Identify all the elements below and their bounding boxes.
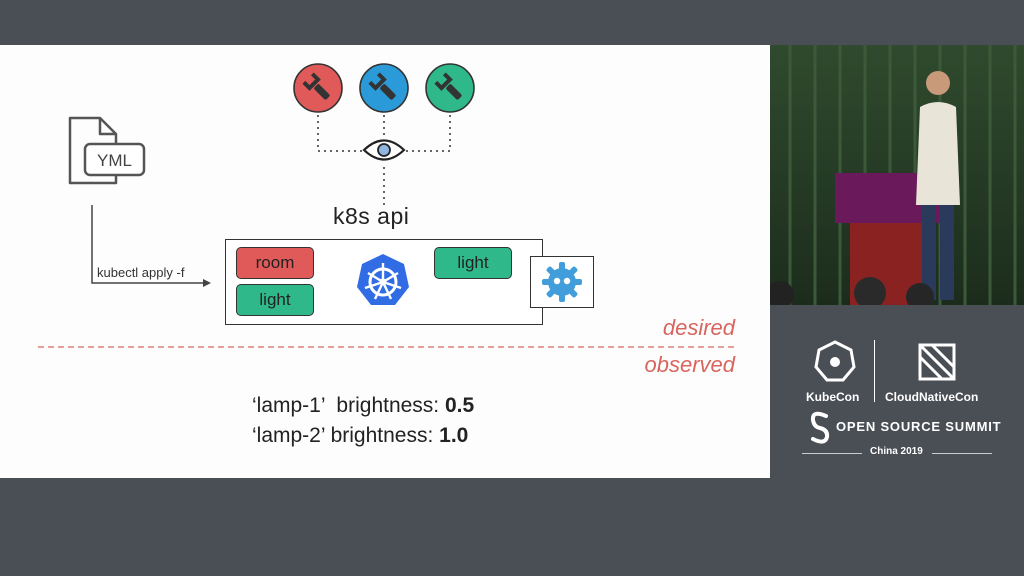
bottom-letterbox-bar (0, 478, 1024, 576)
kubernetes-logo-icon (357, 254, 409, 305)
location-rule-right (932, 453, 992, 454)
etcd-storage-box (530, 256, 594, 308)
cloudnativecon-logo-icon (918, 343, 956, 381)
controller-red-icon (293, 63, 343, 113)
etcd-icon (542, 262, 582, 302)
observation-lamp-2: ‘lamp-2’ brightness: 1.0 (252, 424, 468, 448)
k8s-api-label: k8s api (333, 203, 410, 229)
watch-lines (317, 115, 451, 205)
slide-diagram: YML (38, 63, 735, 348)
lamp-name: ‘lamp-2’ (252, 424, 325, 447)
brightness-value: 1.0 (439, 424, 469, 447)
speaker-video-image (770, 45, 1024, 305)
kubecon-logo-icon (814, 340, 856, 382)
cloudnativecon-label: CloudNativeCon (885, 390, 979, 404)
logo-divider (874, 340, 875, 402)
resource-light: light (236, 284, 314, 316)
observed-state-label: observed (644, 352, 735, 377)
brightness-label: brightness: (330, 424, 434, 447)
yml-label: YML (97, 151, 132, 170)
kubecon-label: KubeCon (806, 390, 860, 404)
controller-green-icon (425, 63, 475, 113)
observation-lamp-1: ‘lamp-1’ brightness: 0.5 (252, 394, 474, 418)
lamp-name: ‘lamp-1’ (252, 394, 325, 417)
brightness-value: 0.5 (445, 394, 475, 417)
brightness-label: brightness: (336, 394, 440, 417)
top-letterbox-bar (0, 0, 1024, 45)
location-rule-left (802, 453, 862, 454)
api-server-box: room light light (225, 239, 543, 325)
yml-file-icon: YML (68, 116, 146, 185)
open-source-summit-logo-icon (810, 411, 830, 444)
controller-blue-icon (359, 63, 409, 113)
resource-room: room (236, 247, 314, 279)
desired-state-label: desired (662, 315, 735, 340)
open-source-summit-label: OPEN SOURCE SUMMIT (836, 419, 1002, 434)
eye-icon (362, 139, 406, 161)
event-branding-panel: KubeCon CloudNativeCon OPEN SOURCE SUMMI… (770, 305, 1024, 478)
resource-light: light (434, 247, 512, 279)
apply-arrow (91, 205, 211, 287)
presentation-slide: YML (0, 45, 770, 478)
speaker-camera-feed (770, 45, 1024, 305)
kubectl-apply-label: kubectl apply -f (97, 265, 185, 280)
location-label: China 2019 (870, 446, 923, 457)
